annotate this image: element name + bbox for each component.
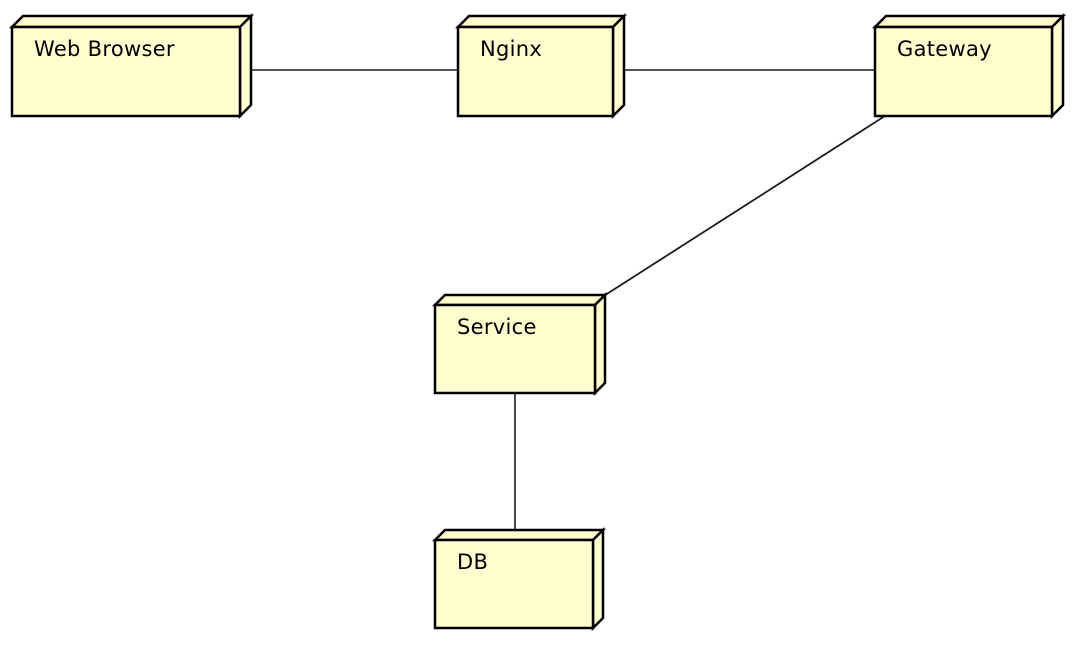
node-label-web-browser: Web Browser bbox=[34, 37, 175, 61]
node-side-face bbox=[593, 291, 607, 397]
node-front-face bbox=[10, 25, 242, 118]
node-front-face bbox=[456, 25, 615, 118]
node-side-face bbox=[1050, 12, 1065, 120]
edge-gateway-service bbox=[598, 113, 889, 300]
node-top-face bbox=[454, 14, 628, 29]
node-side-face bbox=[238, 12, 253, 120]
node-label-nginx: Nginx bbox=[480, 37, 542, 61]
node-top-face bbox=[871, 14, 1067, 29]
node-gateway: Gateway bbox=[871, 12, 1067, 120]
node-label-service: Service bbox=[457, 315, 537, 339]
node-service: Service bbox=[431, 291, 609, 397]
node-top-face bbox=[431, 293, 609, 307]
node-web-browser: Web Browser bbox=[8, 12, 255, 120]
node-side-face bbox=[591, 526, 605, 632]
node-label-gateway: Gateway bbox=[897, 37, 992, 61]
node-front-face bbox=[873, 25, 1054, 118]
node-nginx: Nginx bbox=[454, 12, 628, 120]
node-front-face bbox=[433, 303, 597, 395]
node-label-db: DB bbox=[457, 550, 488, 574]
node-db: DB bbox=[431, 526, 607, 632]
node-side-face bbox=[611, 12, 626, 120]
node-top-face bbox=[8, 14, 255, 29]
node-front-face bbox=[433, 538, 595, 630]
node-top-face bbox=[431, 528, 607, 542]
